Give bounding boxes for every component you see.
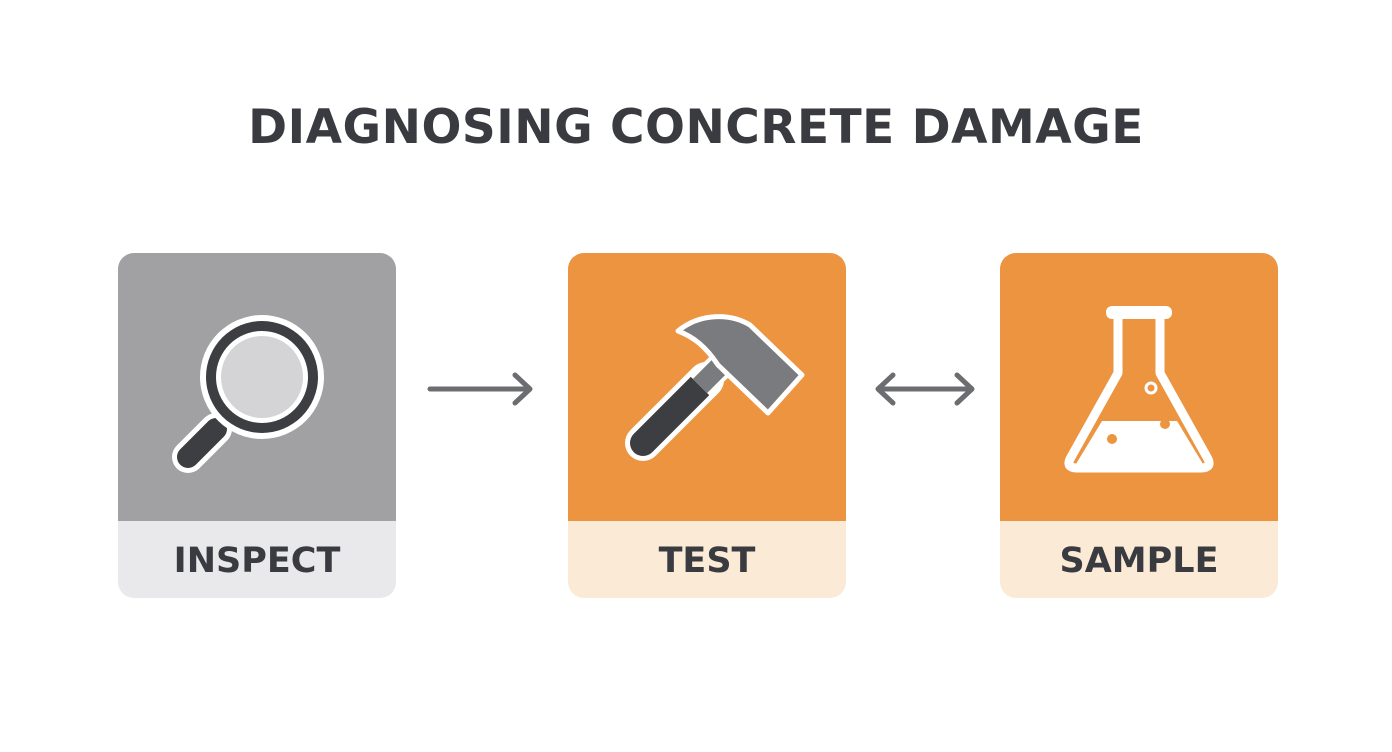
flask-icon: [1064, 306, 1214, 473]
step-card-sample-icon-panel: [1000, 253, 1278, 521]
magnifying-glass-icon: [172, 315, 324, 473]
arrow-both-icon: [875, 372, 975, 406]
step-card-sample: SAMPLE: [1000, 253, 1278, 598]
step-card-inspect-label-panel: [118, 521, 396, 598]
step-label-inspect: INSPECT: [173, 541, 341, 581]
step-card-sample-label-panel: [1000, 521, 1278, 598]
diagram-title: DIAGNOSING CONCRETE DAMAGE: [248, 100, 1144, 155]
step-label-sample: SAMPLE: [1059, 541, 1219, 581]
arrow-right-icon: [427, 372, 533, 406]
step-label-test: TEST: [658, 541, 756, 581]
step-card-test-label-panel: [568, 521, 846, 598]
step-card-test: TEST: [568, 253, 846, 598]
hammer-icon: [625, 314, 805, 461]
step-card-inspect: INSPECT: [118, 253, 396, 598]
